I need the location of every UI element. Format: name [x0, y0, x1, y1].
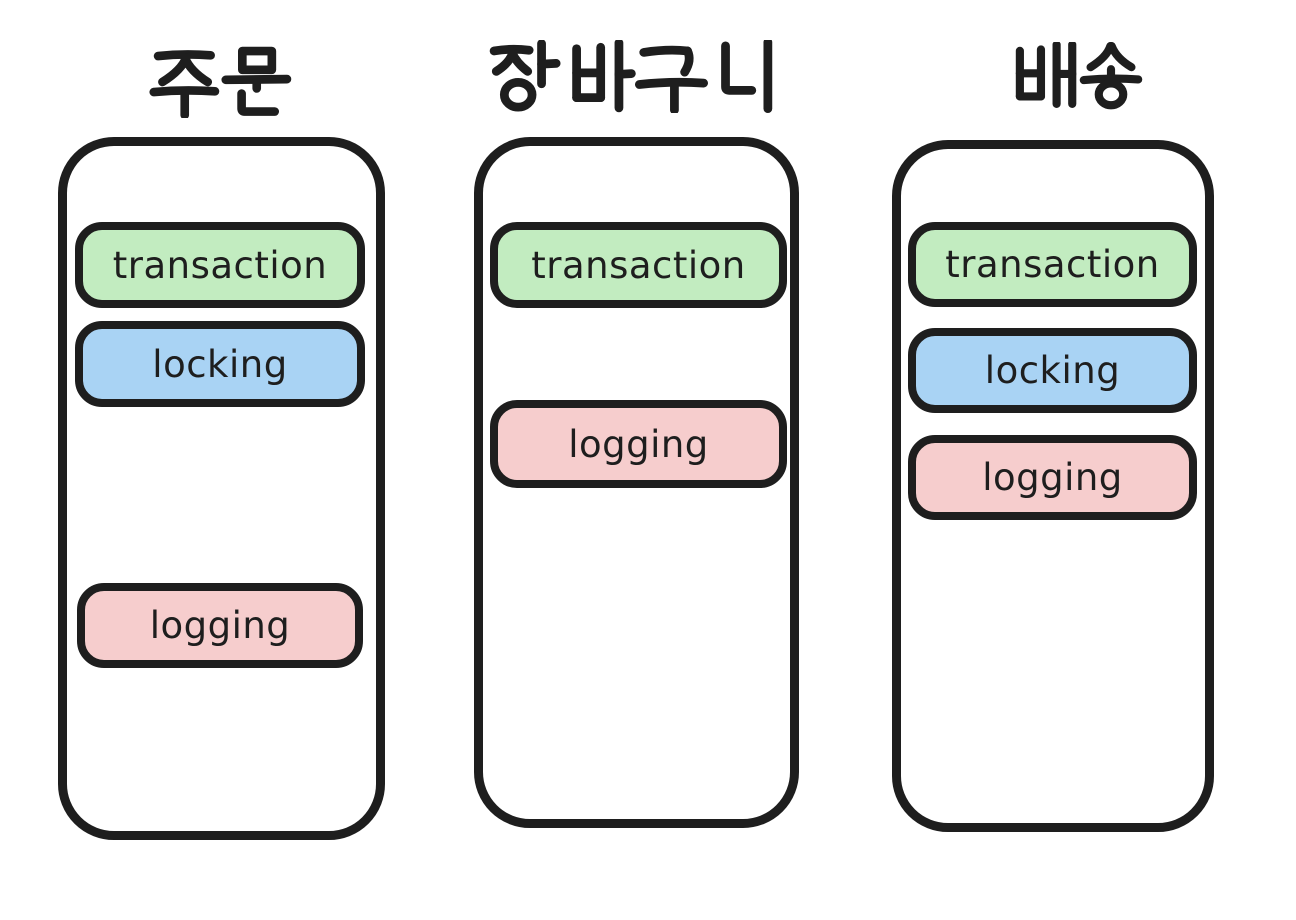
module-pill-transaction: transaction: [908, 222, 1197, 307]
module-label: locking: [152, 342, 288, 386]
module-pill-logging: logging: [908, 435, 1197, 520]
module-pill-transaction: transaction: [75, 222, 365, 308]
column-title-delivery: 배송: [982, 42, 1172, 110]
module-pill-locking: locking: [75, 321, 365, 407]
column-title-cart: 장바구니: [489, 40, 781, 113]
module-label: logging: [568, 422, 709, 466]
service-column-order: transaction locking logging: [58, 137, 385, 840]
module-label: logging: [149, 604, 291, 647]
module-pill-transaction: transaction: [490, 222, 787, 308]
module-pill-logging: logging: [490, 400, 787, 488]
module-label: transaction: [112, 243, 328, 287]
module-label: transaction: [945, 243, 1160, 286]
service-column-cart: transaction logging: [474, 137, 799, 828]
hangul-cart-drawing: [489, 40, 773, 113]
module-label: transaction: [531, 243, 746, 287]
module-pill-locking: locking: [908, 328, 1197, 413]
service-column-delivery: transaction locking logging: [892, 140, 1214, 832]
module-label: logging: [982, 456, 1123, 499]
column-title-order: 주문: [148, 46, 292, 118]
hangul-delivery-drawing: [1015, 42, 1143, 110]
hangul-order-drawing: [149, 46, 292, 118]
module-pill-logging: logging: [77, 583, 363, 668]
module-label: locking: [984, 349, 1121, 392]
